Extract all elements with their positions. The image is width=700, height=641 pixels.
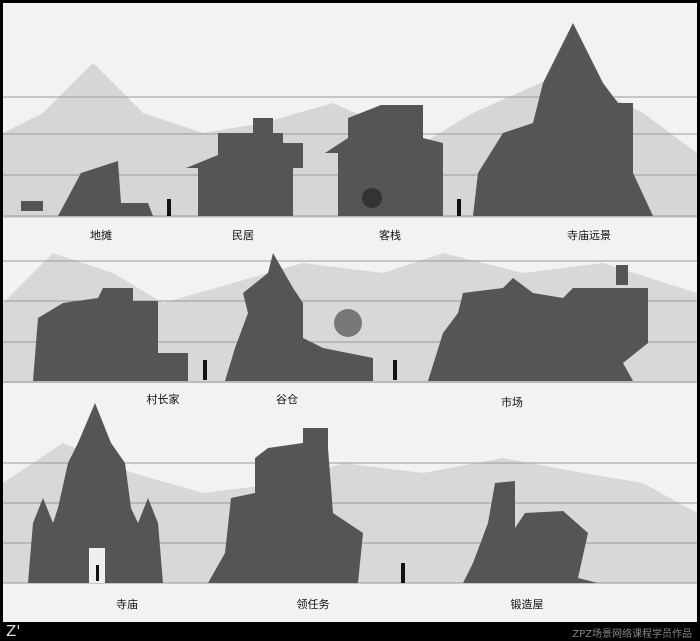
house — [186, 133, 303, 216]
label-street-stall: 地摊 — [90, 229, 112, 242]
label-distant-temple: 寺庙远景 — [567, 229, 611, 242]
distant-temple — [473, 23, 653, 216]
label-inn: 客栈 — [379, 229, 401, 242]
label-quest: 领任务 — [296, 598, 330, 611]
label-market: 市场 — [501, 396, 523, 409]
chief-house — [33, 288, 188, 381]
credit-text: ZPZ场景网络课程学员作品 — [572, 629, 692, 640]
inn — [325, 105, 443, 216]
ox — [21, 201, 43, 211]
buildings-row-2 — [33, 253, 648, 381]
concept-sheet: 地摊 民居 客栈 寺庙远景 村长家 谷仓 市场 寺庙 领任务 锻造屋 — [3, 3, 697, 622]
temple — [28, 403, 163, 583]
label-chief-house: 村长家 — [146, 393, 180, 406]
building-concepts-artwork — [3, 23, 697, 584]
granary — [225, 253, 373, 381]
label-residence: 民居 — [232, 229, 254, 242]
buildings-row-3 — [28, 403, 598, 583]
market-stall — [58, 161, 153, 216]
label-granary: 谷仓 — [276, 393, 298, 406]
logo: Z' — [6, 622, 21, 640]
forge — [463, 481, 598, 583]
market — [428, 278, 648, 381]
label-temple: 寺庙 — [116, 598, 138, 611]
label-forge: 锻造屋 — [510, 598, 544, 611]
quest-house — [208, 428, 363, 583]
buildings-row-1 — [21, 23, 653, 216]
